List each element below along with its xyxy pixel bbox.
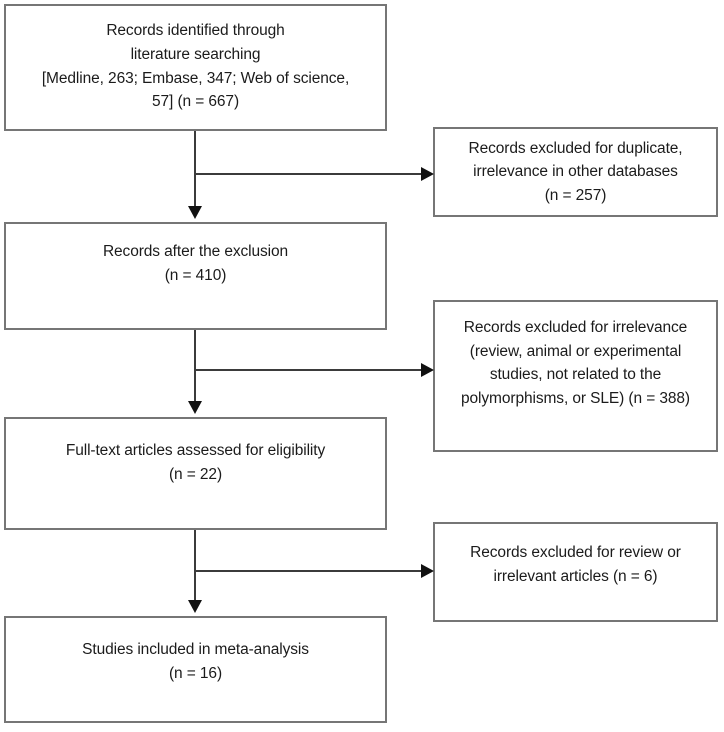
connector-vertical-segment bbox=[194, 131, 196, 206]
exclusion-box-irrelevance: Records excluded for irrelevance (review… bbox=[433, 300, 718, 452]
stage-box-studies-included: Studies included in meta-analysis (n = 1… bbox=[4, 616, 387, 723]
exclusion-box-duplicate: Records excluded for duplicate, irreleva… bbox=[433, 127, 718, 217]
stage-box-records-identified: Records identified through literature se… bbox=[4, 4, 387, 131]
arrow-right-icon bbox=[421, 363, 434, 377]
connector-vertical-segment bbox=[194, 530, 196, 600]
stage-text-fulltext-articles: Full-text articles assessed for eligibil… bbox=[65, 442, 326, 483]
connector-horizontal-segment bbox=[196, 570, 428, 572]
arrow-down-icon bbox=[188, 600, 202, 613]
stage-box-fulltext-articles: Full-text articles assessed for eligibil… bbox=[4, 417, 387, 530]
connector-vertical-segment bbox=[194, 330, 196, 401]
exclusion-text-review: Records excluded for review or irrelevan… bbox=[470, 544, 681, 585]
arrow-down-icon bbox=[188, 401, 202, 414]
connector-horizontal-segment bbox=[196, 173, 428, 175]
arrow-right-icon bbox=[421, 167, 434, 181]
stage-text-records-after-exclusion: Records after the exclusion (n = 410) bbox=[102, 243, 289, 284]
connector-horizontal-segment bbox=[196, 369, 428, 371]
stage-text-records-identified: Records identified through literature se… bbox=[41, 22, 350, 111]
arrow-down-icon bbox=[188, 206, 202, 219]
exclusion-text-irrelevance: Records excluded for irrelevance (review… bbox=[461, 319, 690, 407]
arrow-right-icon bbox=[421, 564, 434, 578]
exclusion-text-duplicate: Records excluded for duplicate, irreleva… bbox=[468, 139, 683, 204]
stage-text-studies-included: Studies included in meta-analysis (n = 1… bbox=[82, 641, 309, 682]
stage-box-records-after-exclusion: Records after the exclusion (n = 410) bbox=[4, 222, 387, 330]
exclusion-box-review: Records excluded for review or irrelevan… bbox=[433, 522, 718, 622]
